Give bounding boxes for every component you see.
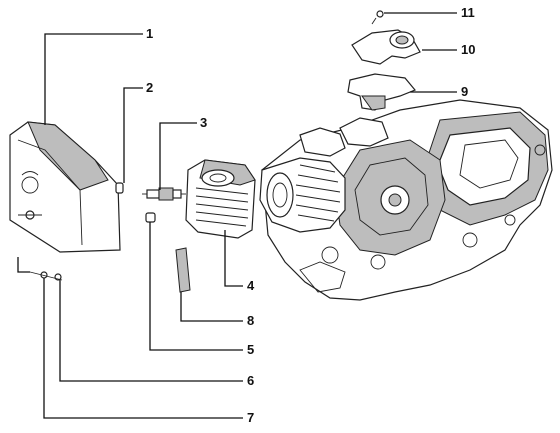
callout-9: 9 [461,84,468,99]
callout-2: 2 [146,80,153,95]
callout-6: 6 [247,373,254,388]
part-9-intake-flange [347,73,416,111]
part-5-nut [145,212,156,223]
part-1-cylinder-cover [9,121,121,253]
callout-3: 3 [200,115,207,130]
callout-labels: 1 2 3 4 5 6 7 8 9 10 11 [146,5,475,425]
callout-10: 10 [461,42,475,57]
part-11-pin [371,10,384,25]
engine-block [259,99,553,301]
cylinder-fins [295,164,341,222]
part-3-spark-plug [142,187,186,201]
head-fins [195,187,249,227]
callout-7: 7 [247,410,254,425]
callout-1: 1 [146,26,153,41]
part-6-7-screws [29,271,63,281]
part-2-clip [115,182,124,194]
part-10-intake-pipe [351,29,421,65]
leader-lines [17,12,457,419]
part-8-gasket [175,247,191,293]
callout-11: 11 [461,5,475,20]
callout-5: 5 [247,342,254,357]
callout-4: 4 [247,278,255,293]
part-4-cylinder-head [185,159,256,239]
callout-8: 8 [247,313,254,328]
